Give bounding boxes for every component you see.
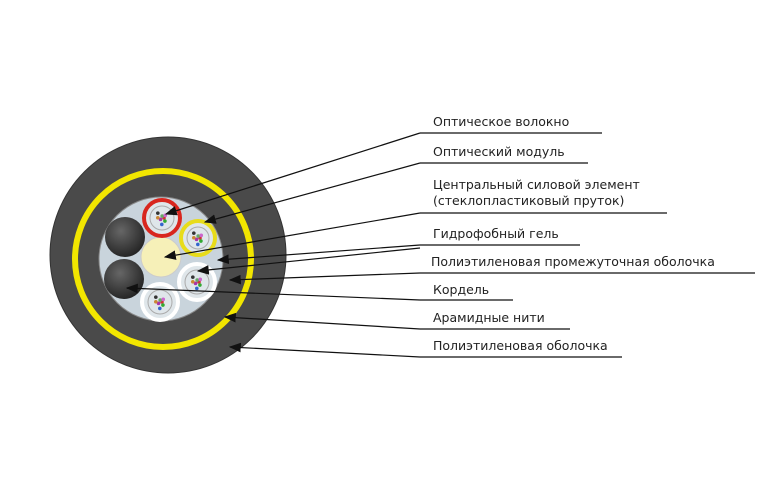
module-white-bottom	[140, 282, 180, 322]
optical-fiber	[161, 297, 166, 302]
optical-fiber	[191, 279, 195, 284]
optical-fiber	[193, 281, 198, 286]
optical-fiber	[198, 277, 203, 282]
optical-fiber	[163, 219, 167, 223]
optical-fiber	[199, 239, 203, 243]
aramid-yarn-ring	[72, 168, 254, 350]
leader-lines	[125, 132, 755, 358]
optical-fiber	[160, 214, 164, 218]
label-central-member: Центральный силовой элемент	[433, 177, 640, 192]
optical-fiber	[196, 242, 200, 247]
label-optical-fiber: Оптическое волокно	[433, 114, 570, 129]
optical-fiber	[198, 283, 202, 287]
label-aramid: Арамидные нити	[433, 310, 545, 325]
central-strength-member	[140, 236, 182, 278]
label-inner-sheath: Полиэтиленовая промежуточная оболочка	[431, 254, 715, 269]
optical-fiber	[158, 306, 162, 311]
optical-fiber	[195, 286, 199, 291]
optical-fiber	[196, 234, 200, 238]
optical-fiber	[154, 295, 158, 299]
optical-fiber	[156, 211, 160, 215]
optical-fiber	[192, 231, 196, 235]
optical-fiber	[192, 235, 196, 240]
module-red	[142, 198, 182, 238]
label-optical-module: Оптический модуль	[433, 144, 565, 159]
optical-fiber	[161, 303, 165, 307]
optical-fiber	[194, 237, 199, 242]
label-central-member-line2: (стеклопластиковый пруток)	[433, 193, 625, 208]
optical-fiber	[158, 217, 163, 222]
optical-fiber	[191, 275, 195, 279]
optical-fiber	[156, 301, 161, 306]
label-cordel: Кордель	[433, 282, 490, 297]
optical-fiber	[195, 278, 199, 282]
optical-fiber	[160, 222, 164, 227]
cordel-top	[105, 217, 145, 257]
optical-fibers	[154, 211, 204, 311]
module-yellow	[179, 219, 217, 257]
optical-fiber	[156, 215, 160, 220]
label-outer-sheath: Полиэтиленовая оболочка	[433, 338, 608, 353]
optical-fiber	[199, 233, 204, 238]
optical-fiber	[154, 299, 158, 304]
cordel-bottom	[104, 259, 144, 299]
optical-fiber	[158, 298, 162, 302]
label-gel: Гидрофобный гель	[433, 226, 559, 241]
